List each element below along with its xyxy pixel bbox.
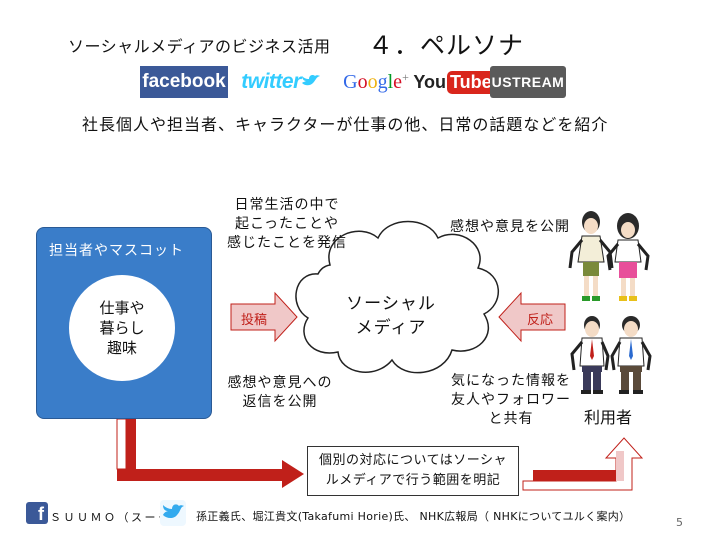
- topics-circle: [69, 275, 175, 381]
- google-letter: g: [377, 70, 388, 93]
- google-letter: e: [393, 70, 403, 93]
- post-arrow-label: 投稿: [240, 313, 267, 328]
- twitter-logo: twitter: [231, 66, 331, 98]
- note-line: 起こったことや: [234, 216, 340, 232]
- google-letter: o: [357, 70, 368, 93]
- mascot-box-label: 担当者やマスコット: [49, 243, 184, 259]
- users-group: [568, 211, 652, 394]
- person-icon: [570, 316, 610, 394]
- note-line: 日常生活の中で: [234, 197, 340, 213]
- twitter-logo-text: twitter: [241, 70, 301, 93]
- note-bottom-left: 感想や意見への 返信を公開: [222, 374, 338, 412]
- google-letter: G: [343, 70, 358, 93]
- topic-life: 暮らし: [99, 319, 145, 337]
- note-line: 返信を公開: [242, 394, 318, 410]
- cloud-line: メディア: [355, 318, 427, 338]
- page-number: 5: [676, 516, 683, 529]
- note-line: 気になった情報を: [451, 373, 571, 389]
- person-icon: [606, 213, 650, 301]
- cloud-line: ソーシャル: [346, 294, 436, 314]
- social-media-cloud-text: ソーシャル メディア: [330, 292, 452, 340]
- ustream-logo: USTREAM: [490, 66, 566, 98]
- title-prefix: ソーシャルメディアのビジネス活用: [68, 37, 331, 56]
- note-top-right: 感想や意見を公開: [450, 219, 570, 235]
- facebook-icon: f: [26, 502, 48, 524]
- note-line: 感想や意見への: [227, 375, 333, 391]
- reaction-arrow-label: 反応: [526, 313, 553, 328]
- scope-note-line: ルメディアで行う範囲を明記: [325, 473, 501, 488]
- note-top-left: 日常生活の中で 起こったことや 感じたことを発信: [224, 196, 350, 253]
- google-plus: +: [402, 70, 409, 84]
- topics-circle-text: 仕事や 暮らし 趣味: [69, 298, 175, 358]
- footer-example-facebook: ＳＵＵＭＯ（スーモ）: [50, 511, 185, 524]
- twitter-bird-icon: [301, 75, 320, 86]
- note-bottom-right: 気になった情報を 友人やフォロワー と共有: [446, 372, 576, 429]
- reaction-arrow: [498, 291, 566, 343]
- scope-note-box: 個別の対応についてはソーシャ ルメディアで行う範囲を明記: [307, 446, 519, 496]
- title-main: ４．ペルソナ: [368, 31, 525, 60]
- person-icon: [610, 316, 652, 394]
- google-letter: l: [387, 70, 394, 93]
- note-line: と共有: [488, 411, 534, 427]
- post-arrow: [230, 291, 298, 343]
- person-icon: [568, 211, 614, 301]
- note-line: 友人やフォロワー: [451, 392, 571, 408]
- cloud-shape: [295, 220, 500, 374]
- topic-hobby: 趣味: [106, 339, 137, 357]
- topic-work: 仕事や: [99, 299, 145, 317]
- bottom-connector-arrow: [116, 410, 644, 491]
- twitter-icon: [160, 500, 186, 526]
- footer-example-twitter: 孫正義氏、堀江貴文(Takafumi Horie)氏、 NHK広報局（ NHKに…: [196, 510, 631, 523]
- youtube-you: You: [413, 71, 446, 92]
- note-line: 感じたことを発信: [227, 235, 347, 251]
- subtitle: 社長個人や担当者、キャラクターが仕事の他、日常の話題などを紹介: [82, 115, 609, 134]
- youtube-tube: Tube: [447, 70, 495, 94]
- twitter-bird-icon: [163, 504, 184, 518]
- google-logo: G o o g l e +: [334, 66, 418, 98]
- users-label: 利用者: [584, 408, 633, 427]
- facebook-logo: facebook: [140, 66, 228, 98]
- scope-note-line: 個別の対応についてはソーシャ: [318, 453, 508, 468]
- google-letter: o: [367, 70, 378, 93]
